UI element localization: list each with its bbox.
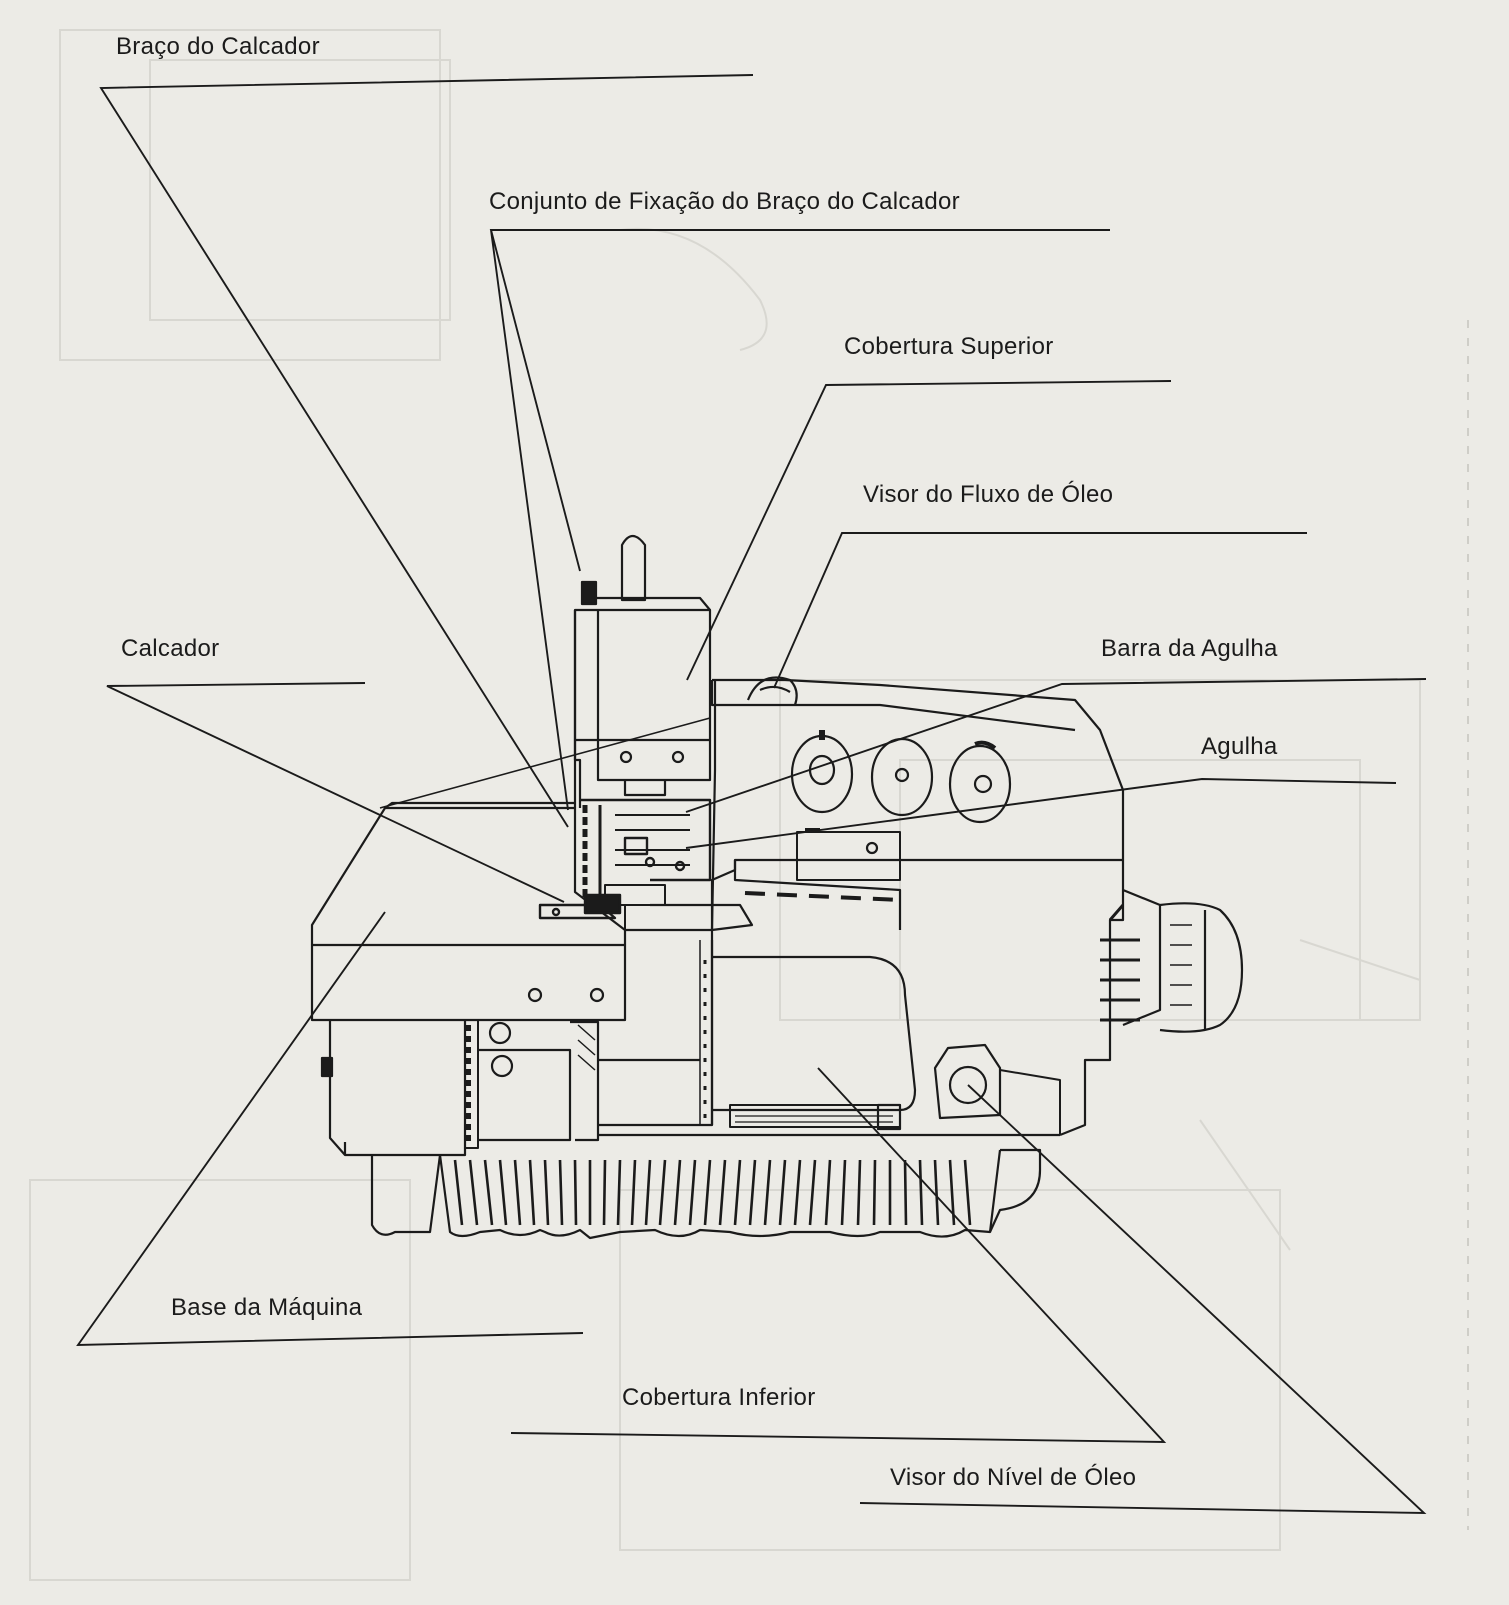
label-calcador: Calcador: [121, 635, 220, 662]
machine-main-body: [598, 928, 714, 1127]
lower-cover: [712, 955, 917, 1112]
label-barra-agulha: Barra da Agulha: [1101, 635, 1278, 662]
upper-housing: [710, 678, 1125, 930]
label-braco-calcador: Braço do Calcador: [116, 33, 320, 60]
label-conjunto-fixacao: Conjunto de Fixação do Braço do Calcador: [489, 188, 960, 215]
handwheel: [1122, 888, 1162, 1027]
needle-area: [538, 798, 712, 920]
tension-knob-3: [948, 744, 1012, 824]
oil-pan-fins: [453, 1159, 972, 1226]
leader-agulha: [685, 778, 1397, 849]
leader-cobertura-inferior: [510, 1067, 1167, 1443]
oil-pan: [370, 1154, 442, 1236]
bed-top: [310, 806, 627, 945]
leader-barra-agulha: [685, 678, 1427, 813]
leader-lines: [76, 74, 1427, 1514]
leader-visor-fluxo: [773, 532, 1307, 689]
leader-conjunto-fixacao: [489, 229, 1110, 811]
label-visor-nivel-oleo: Visor do Nível de Óleo: [890, 1464, 1137, 1491]
machine-bed: [310, 943, 627, 1022]
label-visor-fluxo-oleo: Visor do Fluxo de Óleo: [863, 481, 1114, 508]
label-agulha: Agulha: [1201, 733, 1278, 760]
label-base-maquina: Base da Máquina: [171, 1294, 363, 1321]
label-cobertura-superior: Cobertura Superior: [844, 333, 1054, 360]
leader-cobertura-superior: [686, 380, 1172, 681]
machine-left-housing: [328, 1020, 467, 1157]
tension-knob-2: [870, 737, 934, 817]
tension-knob-1: [790, 734, 854, 814]
leader-base-maquina: [76, 911, 584, 1346]
oil-flow-sight: [746, 676, 798, 706]
leader-braco-calcador: [99, 74, 754, 828]
leader-calcador: [106, 682, 565, 903]
label-cobertura-inferior: Cobertura Inferior: [622, 1384, 816, 1411]
leader-visor-nivel: [859, 1084, 1427, 1514]
